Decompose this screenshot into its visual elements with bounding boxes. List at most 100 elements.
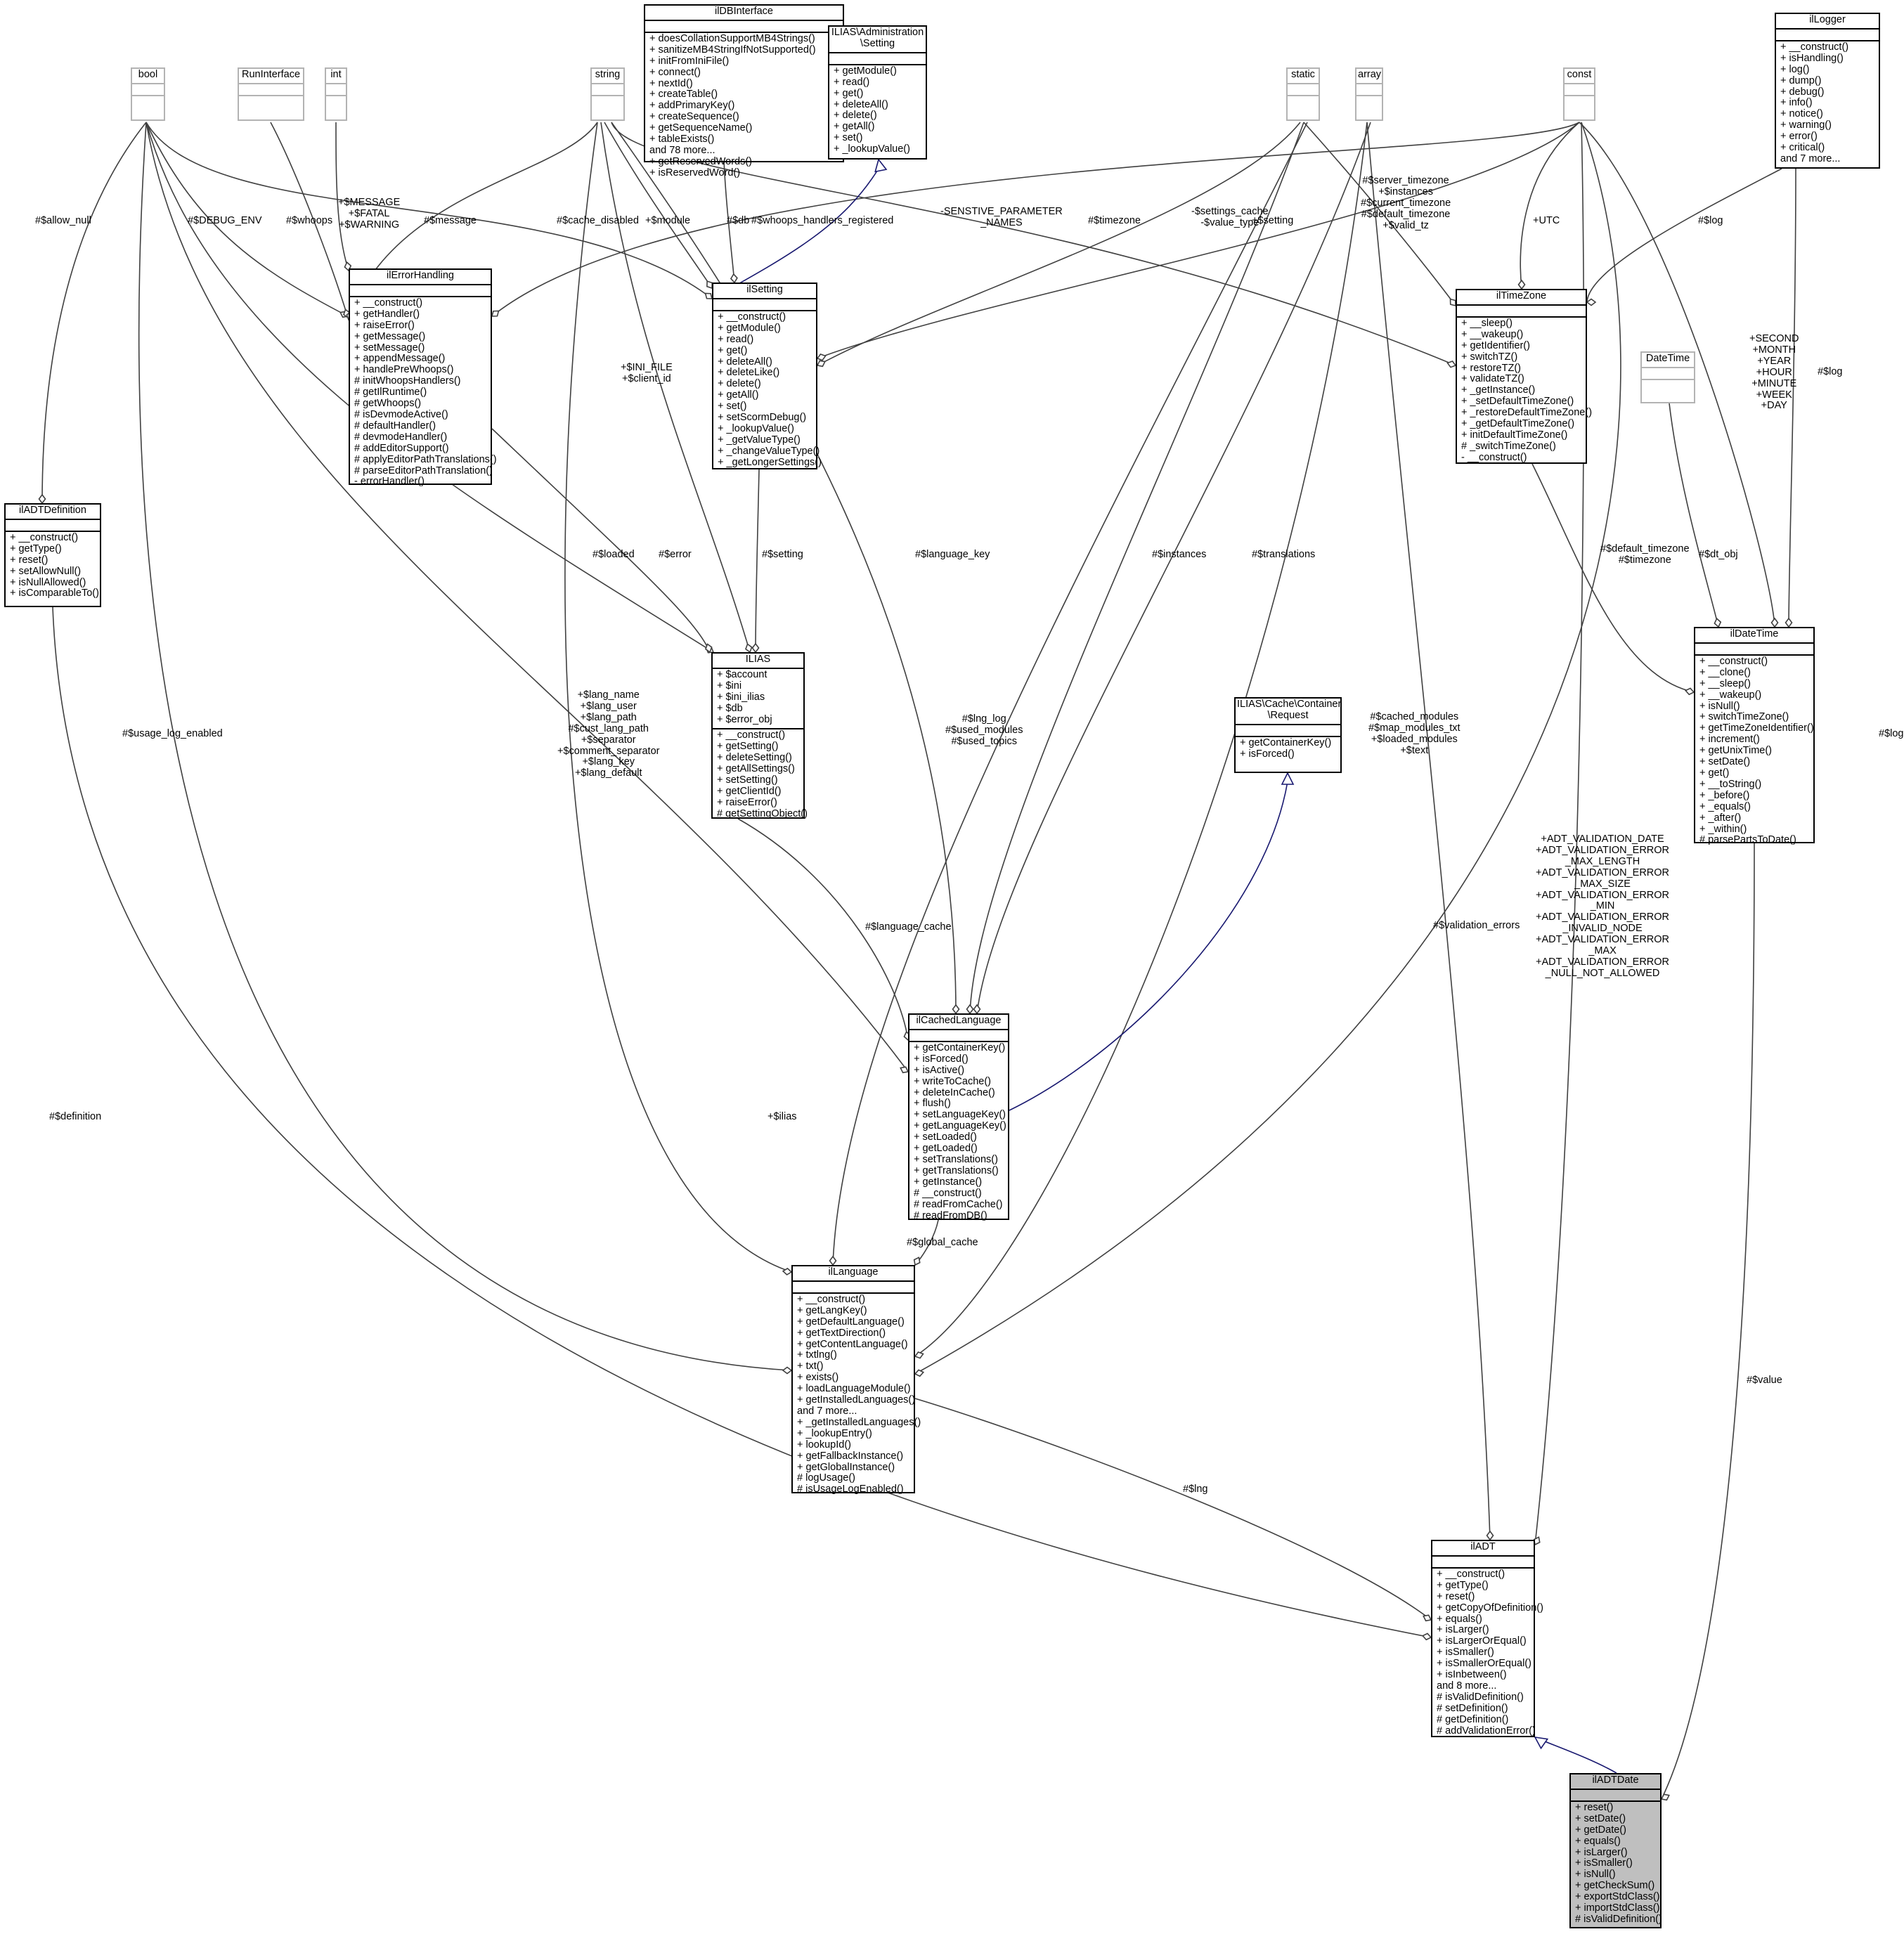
class-method: # defaultHandler()	[354, 420, 436, 431]
edge-label: -$settings_cache -$value_type	[1191, 206, 1269, 228]
class-method: # parsePartsToDate()	[1699, 834, 1796, 846]
class-method: + reset()	[1437, 1590, 1475, 1602]
class-ILIAS: ILIAS+ $account+ $ini+ $ini_ilias+ $db+ …	[711, 652, 808, 819]
class-method: + set()	[834, 132, 863, 144]
association-edge	[1661, 843, 1755, 1800]
class-name: static	[1291, 69, 1315, 80]
edge-label: #$language_key	[915, 549, 990, 560]
class-method: + getType()	[1437, 1579, 1489, 1591]
class-method: # _switchTimeZone()	[1461, 440, 1556, 452]
class-method: + __sleep()	[1699, 677, 1751, 689]
class-method: + getAllSettings()	[717, 763, 795, 775]
association-edge	[737, 818, 909, 1041]
class-method: + setDate()	[1575, 1812, 1626, 1824]
class-int: int	[325, 67, 347, 121]
class-method: + getLoaded()	[914, 1143, 978, 1155]
aggregation-diamond	[973, 1004, 981, 1015]
edge-label: #$setting	[762, 549, 803, 560]
edge-label: #$timezone	[1088, 215, 1141, 226]
class-method: + isLarger()	[1575, 1846, 1628, 1858]
class-method: + getUnixTime()	[1699, 745, 1773, 757]
class-method: # addValidationError()	[1437, 1725, 1536, 1737]
class-method: + isSmallerOrEqual()	[1437, 1658, 1531, 1670]
edge-label: #$cache_disabled	[557, 215, 639, 226]
association-edge	[138, 122, 792, 1371]
association-edge	[914, 122, 1621, 1375]
class-name: array	[1358, 69, 1382, 80]
aggregation-diamond	[1770, 617, 1779, 628]
class-method: + __construct()	[354, 297, 423, 309]
class-name: ILIAS	[745, 654, 771, 665]
aggregation-diamond	[491, 310, 500, 317]
class-method: + getModule()	[718, 322, 781, 334]
edge-label: #$validation_errors	[1433, 920, 1520, 931]
class-method: + getReservedWords()	[649, 155, 752, 167]
aggregation-diamond	[1446, 361, 1457, 368]
class-method: + __construct()	[797, 1293, 866, 1305]
class-method: and 8 more...	[1437, 1680, 1497, 1692]
method-section	[592, 94, 623, 107]
edge-label: #$whoops	[286, 215, 333, 226]
edge-label: #$usage_log_enabled	[122, 728, 223, 739]
class-name: RunInterface	[241, 69, 301, 80]
realization-edge	[1534, 1737, 1617, 1774]
class-method: + getInstance()	[914, 1176, 983, 1188]
aggregation-diamond	[782, 1366, 793, 1375]
class-method: + isNull()	[1699, 700, 1740, 712]
association-edge	[914, 1398, 1432, 1621]
class-method: + getAll()	[718, 389, 759, 401]
class-name: ilDBInterface	[714, 6, 773, 17]
class-method: + __construct()	[717, 729, 786, 741]
class-name: int	[330, 69, 342, 80]
class-method: + getCheckSum()	[1575, 1880, 1655, 1892]
class-method: + error()	[1780, 131, 1818, 143]
class-ilDBInterface: ilDBInterface+ doesCollationSupportMB4St…	[644, 4, 844, 179]
attribute-section	[1776, 27, 1879, 40]
edge-label: -SENSTIVE_PARAMETER _NAMES	[940, 206, 1063, 228]
class-method: + isSmaller()	[1575, 1857, 1633, 1869]
class-method: # getWhoops()	[354, 398, 422, 410]
method-section: + __construct()+ isHandling()+ log()+ du…	[1776, 39, 1879, 168]
attribute-section	[829, 51, 926, 64]
class-method: # __construct()	[914, 1187, 982, 1199]
class-name: ilSetting	[746, 284, 783, 295]
class-method: + get()	[834, 87, 864, 99]
attribute-section	[6, 518, 100, 531]
class-method: + _lookupValue()	[718, 422, 794, 434]
aggregation-diamond	[1684, 687, 1695, 696]
class-method: + equals()	[1437, 1613, 1482, 1625]
class-method: + validateTZ()	[1461, 373, 1524, 385]
aggregation-diamond	[914, 1369, 925, 1377]
class-ilTimeZone: ilTimeZone+ __sleep()+ __wakeup()+ getId…	[1456, 289, 1592, 464]
class-method: + get()	[718, 344, 748, 356]
edge-label: #$definition	[49, 1111, 102, 1122]
class-method: + getCopyOfDefinition()	[1437, 1602, 1543, 1614]
edge-label: #$instances	[1152, 549, 1207, 560]
class-ilCachedLanguage: ilCachedLanguage+ getContainerKey()+ isF…	[908, 1013, 1009, 1221]
class-method: + getDate()	[1575, 1824, 1626, 1836]
association-edge	[604, 122, 713, 289]
edge-label: +$lang_name +$lang_user +$lang_path #$cu…	[557, 689, 660, 779]
edge-label: #$message	[424, 215, 477, 226]
class-attribute: + $ini	[717, 680, 742, 692]
class-method: # devmodeHandler()	[354, 431, 448, 443]
class-method: + __wakeup()	[1461, 328, 1524, 340]
class-method: + setLoaded()	[914, 1131, 977, 1143]
class-array: array	[1355, 67, 1383, 121]
class-method: # getDefinition()	[1437, 1713, 1509, 1725]
class-cacheRequest: ILIAS\Cache\Container \Request+ getConta…	[1234, 697, 1342, 773]
class-ilDateTime: ilDateTime+ __construct()+ __clone()+ __…	[1694, 627, 1815, 846]
class-method: + dump()	[1780, 74, 1822, 86]
aggregation-diamond	[1660, 1793, 1670, 1801]
aggregation-diamond	[816, 360, 826, 368]
attribute-section	[1571, 1788, 1660, 1800]
association-edge	[1669, 403, 1719, 628]
class-attribute: + $error_obj	[717, 713, 772, 725]
association-edge	[611, 122, 957, 1014]
class-attribute: + $db	[717, 702, 743, 714]
class-method: + sanitizeMB4StringIfNotSupported()	[649, 44, 816, 56]
class-const: const	[1563, 67, 1595, 121]
class-method: + getInstalledLanguages()	[797, 1394, 916, 1406]
class-method: + notice()	[1780, 108, 1823, 120]
